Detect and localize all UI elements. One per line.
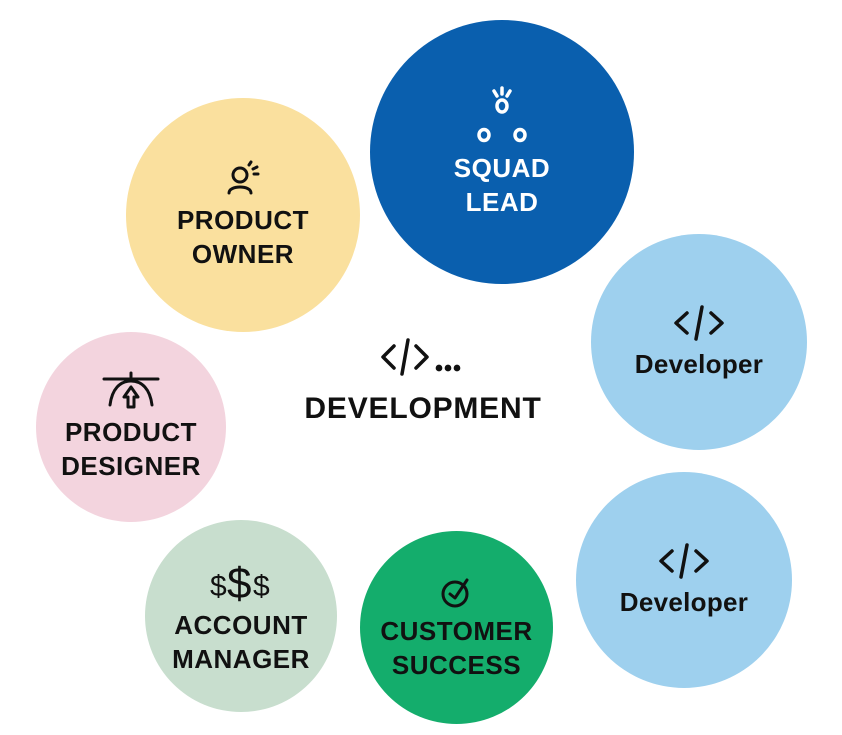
code-ellipsis-icon [381, 338, 461, 376]
developer-circle-1: Developer [591, 234, 807, 450]
code-icon [659, 543, 709, 579]
squad-lead-label-line2: LEAD [465, 187, 539, 217]
person-idea-icon [227, 160, 260, 195]
product-owner-label-line2: OWNER [191, 239, 295, 269]
customer-success-circle: CUSTOMER SUCCESS [360, 531, 553, 724]
customer-success-label-line1: CUSTOMER [380, 615, 533, 646]
product-designer-label-line2: DESIGNER [61, 451, 201, 481]
account-manager-label-line1: ACCOUNT [174, 610, 308, 640]
developer-circle-2: Developer [576, 472, 792, 688]
svg-text:$: $ [227, 559, 251, 604]
product-designer-circle: PRODUCT DESIGNER [36, 332, 226, 522]
customer-success-label-line2: SUCCESS [391, 649, 522, 680]
team-icon [477, 86, 527, 143]
svg-text:$: $ [210, 570, 227, 603]
product-owner-circle: PRODUCT OWNER [126, 98, 360, 332]
target-check-icon [441, 578, 468, 607]
svg-text:$: $ [253, 570, 270, 603]
development-title: DEVELOPMENT [304, 392, 542, 425]
squad-lead-label-line1: SQUAD [453, 153, 551, 183]
account-manager-label-line2: MANAGER [172, 644, 310, 674]
code-icon [674, 305, 724, 341]
product-owner-label-line1: PRODUCT [176, 205, 310, 235]
vector-pen-icon [102, 371, 160, 409]
account-manager-circle: $ $ $ ACCOUNT MANAGER [145, 520, 337, 712]
development-center: DEVELOPMENT [292, 336, 554, 456]
developer-1-label: Developer [634, 349, 764, 379]
developer-2-label: Developer [619, 587, 749, 617]
dollar-signs-icon: $ $ $ [210, 559, 270, 604]
squad-lead-circle: SQUAD LEAD [370, 20, 634, 284]
product-designer-label-line1: PRODUCT [64, 417, 198, 447]
